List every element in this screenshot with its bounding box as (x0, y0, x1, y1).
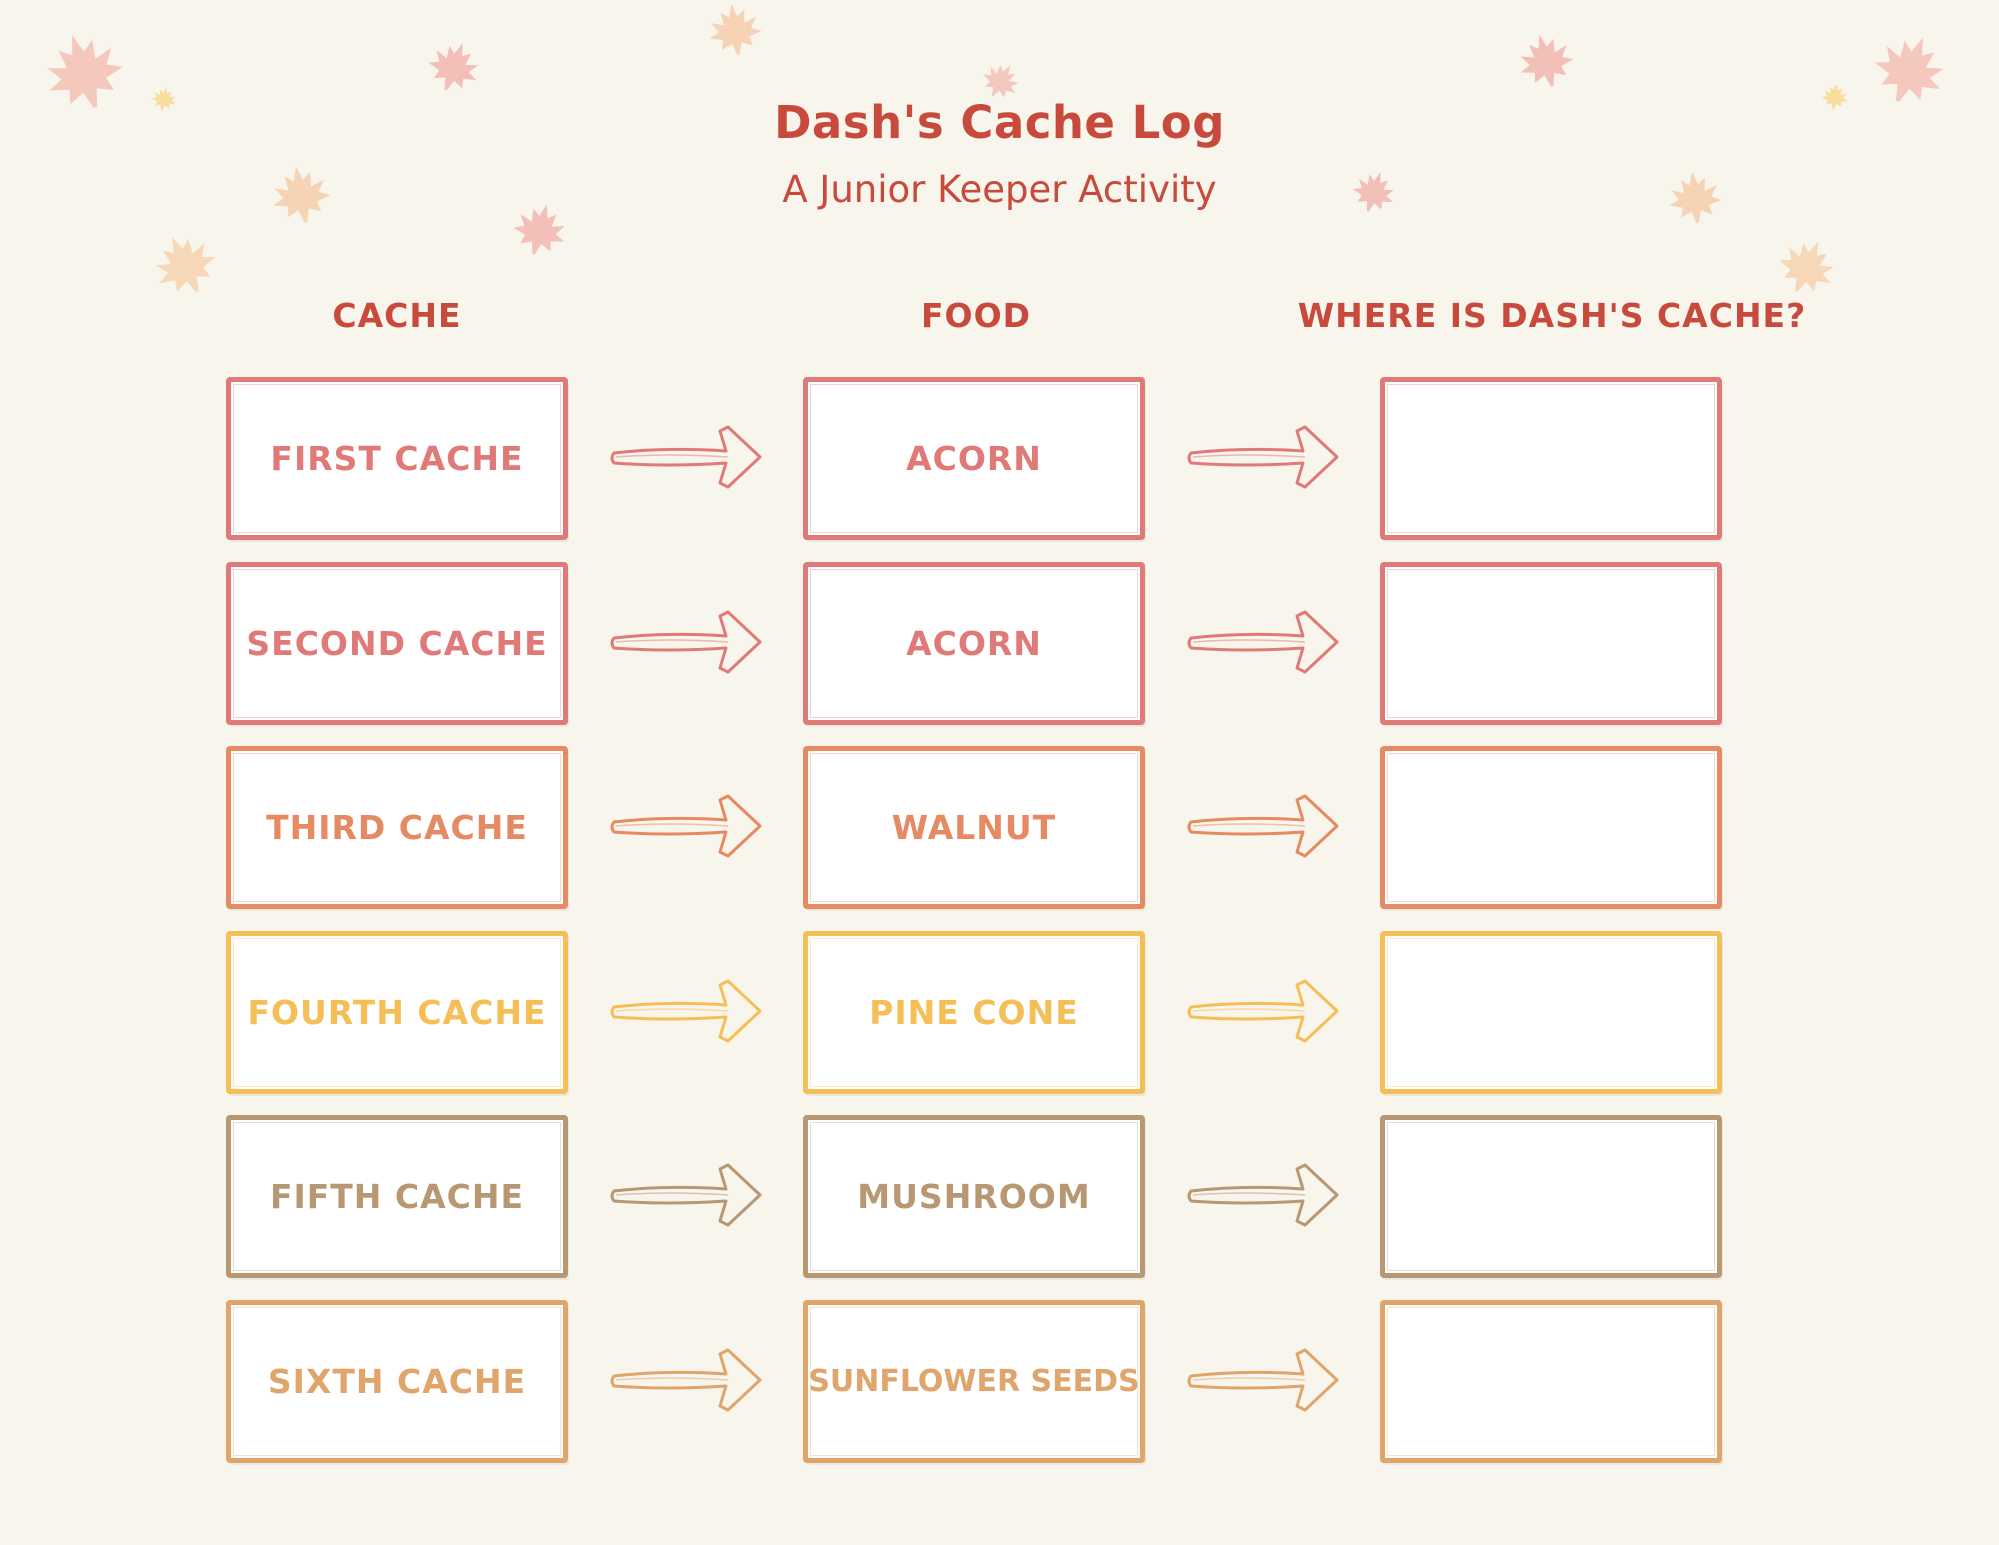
cache-location-answer-field[interactable] (1380, 562, 1722, 725)
cache-location-answer-field[interactable] (1380, 931, 1722, 1094)
maple-leaf-icon (513, 204, 565, 255)
cache-location-answer-field[interactable] (1380, 377, 1722, 540)
food-box: PINE CONE (803, 931, 1145, 1094)
arrow-right-icon (1187, 794, 1339, 858)
column-header-cache: CACHE (332, 296, 462, 335)
food-label: SUNFLOWER SEEDS (808, 1364, 1140, 1399)
maple-leaf-icon (709, 3, 762, 56)
column-header-location: WHERE IS DASH'S CACHE? (1297, 296, 1807, 335)
maple-leaf-icon (155, 237, 216, 293)
cache-box: FIRST CACHE (226, 377, 568, 540)
cache-box: FIFTH CACHE (226, 1115, 568, 1278)
maple-leaf-icon (273, 166, 331, 223)
arrow-right-icon (1187, 1163, 1339, 1227)
maple-leaf-icon (1352, 171, 1394, 212)
food-label: PINE CONE (869, 993, 1079, 1032)
arrow-right-icon (610, 1348, 762, 1412)
maple-leaf-icon (983, 64, 1019, 98)
food-box: SUNFLOWER SEEDS (803, 1300, 1145, 1463)
food-box: ACORN (803, 562, 1145, 725)
food-label: MUSHROOM (857, 1177, 1091, 1216)
maple-leaf-icon (151, 86, 176, 111)
arrow-right-icon (610, 979, 762, 1043)
maple-leaf-icon (1874, 37, 1944, 102)
maple-leaf-icon (1669, 171, 1722, 224)
maple-leaf-icon (1779, 241, 1834, 293)
cache-label: FIFTH CACHE (269, 1177, 525, 1216)
arrow-right-icon (610, 425, 762, 489)
food-label: ACORN (906, 439, 1042, 478)
page-title: Dash's Cache Log (774, 96, 1225, 149)
arrow-right-icon (1187, 1348, 1339, 1412)
cache-box: THIRD CACHE (226, 746, 568, 909)
cache-box: SECOND CACHE (226, 562, 568, 725)
maple-leaf-icon (428, 43, 479, 91)
food-label: WALNUT (891, 808, 1057, 847)
maple-leaf-icon (1821, 83, 1848, 110)
cache-location-answer-field[interactable] (1380, 1300, 1722, 1463)
cache-location-answer-field[interactable] (1380, 746, 1722, 909)
cache-box: FOURTH CACHE (226, 931, 568, 1094)
page-subtitle: A Junior Keeper Activity (782, 168, 1217, 211)
arrow-right-icon (610, 794, 762, 858)
cache-label: SIXTH CACHE (267, 1362, 527, 1401)
arrow-right-icon (1187, 610, 1339, 674)
cache-label: FOURTH CACHE (247, 993, 547, 1032)
cache-label: SECOND CACHE (246, 624, 548, 663)
arrow-right-icon (1187, 425, 1339, 489)
arrow-right-icon (610, 610, 762, 674)
cache-location-answer-field[interactable] (1380, 1115, 1722, 1278)
food-label: ACORN (906, 624, 1042, 663)
arrow-right-icon (610, 1163, 762, 1227)
cache-label: THIRD CACHE (266, 808, 528, 847)
food-box: MUSHROOM (803, 1115, 1145, 1278)
cache-label: FIRST CACHE (270, 439, 524, 478)
column-header-food: FOOD (920, 296, 1032, 335)
maple-leaf-icon (1520, 34, 1574, 87)
food-box: ACORN (803, 377, 1145, 540)
cache-box: SIXTH CACHE (226, 1300, 568, 1463)
food-box: WALNUT (803, 746, 1145, 909)
arrow-right-icon (1187, 979, 1339, 1043)
maple-leaf-icon (47, 35, 124, 108)
